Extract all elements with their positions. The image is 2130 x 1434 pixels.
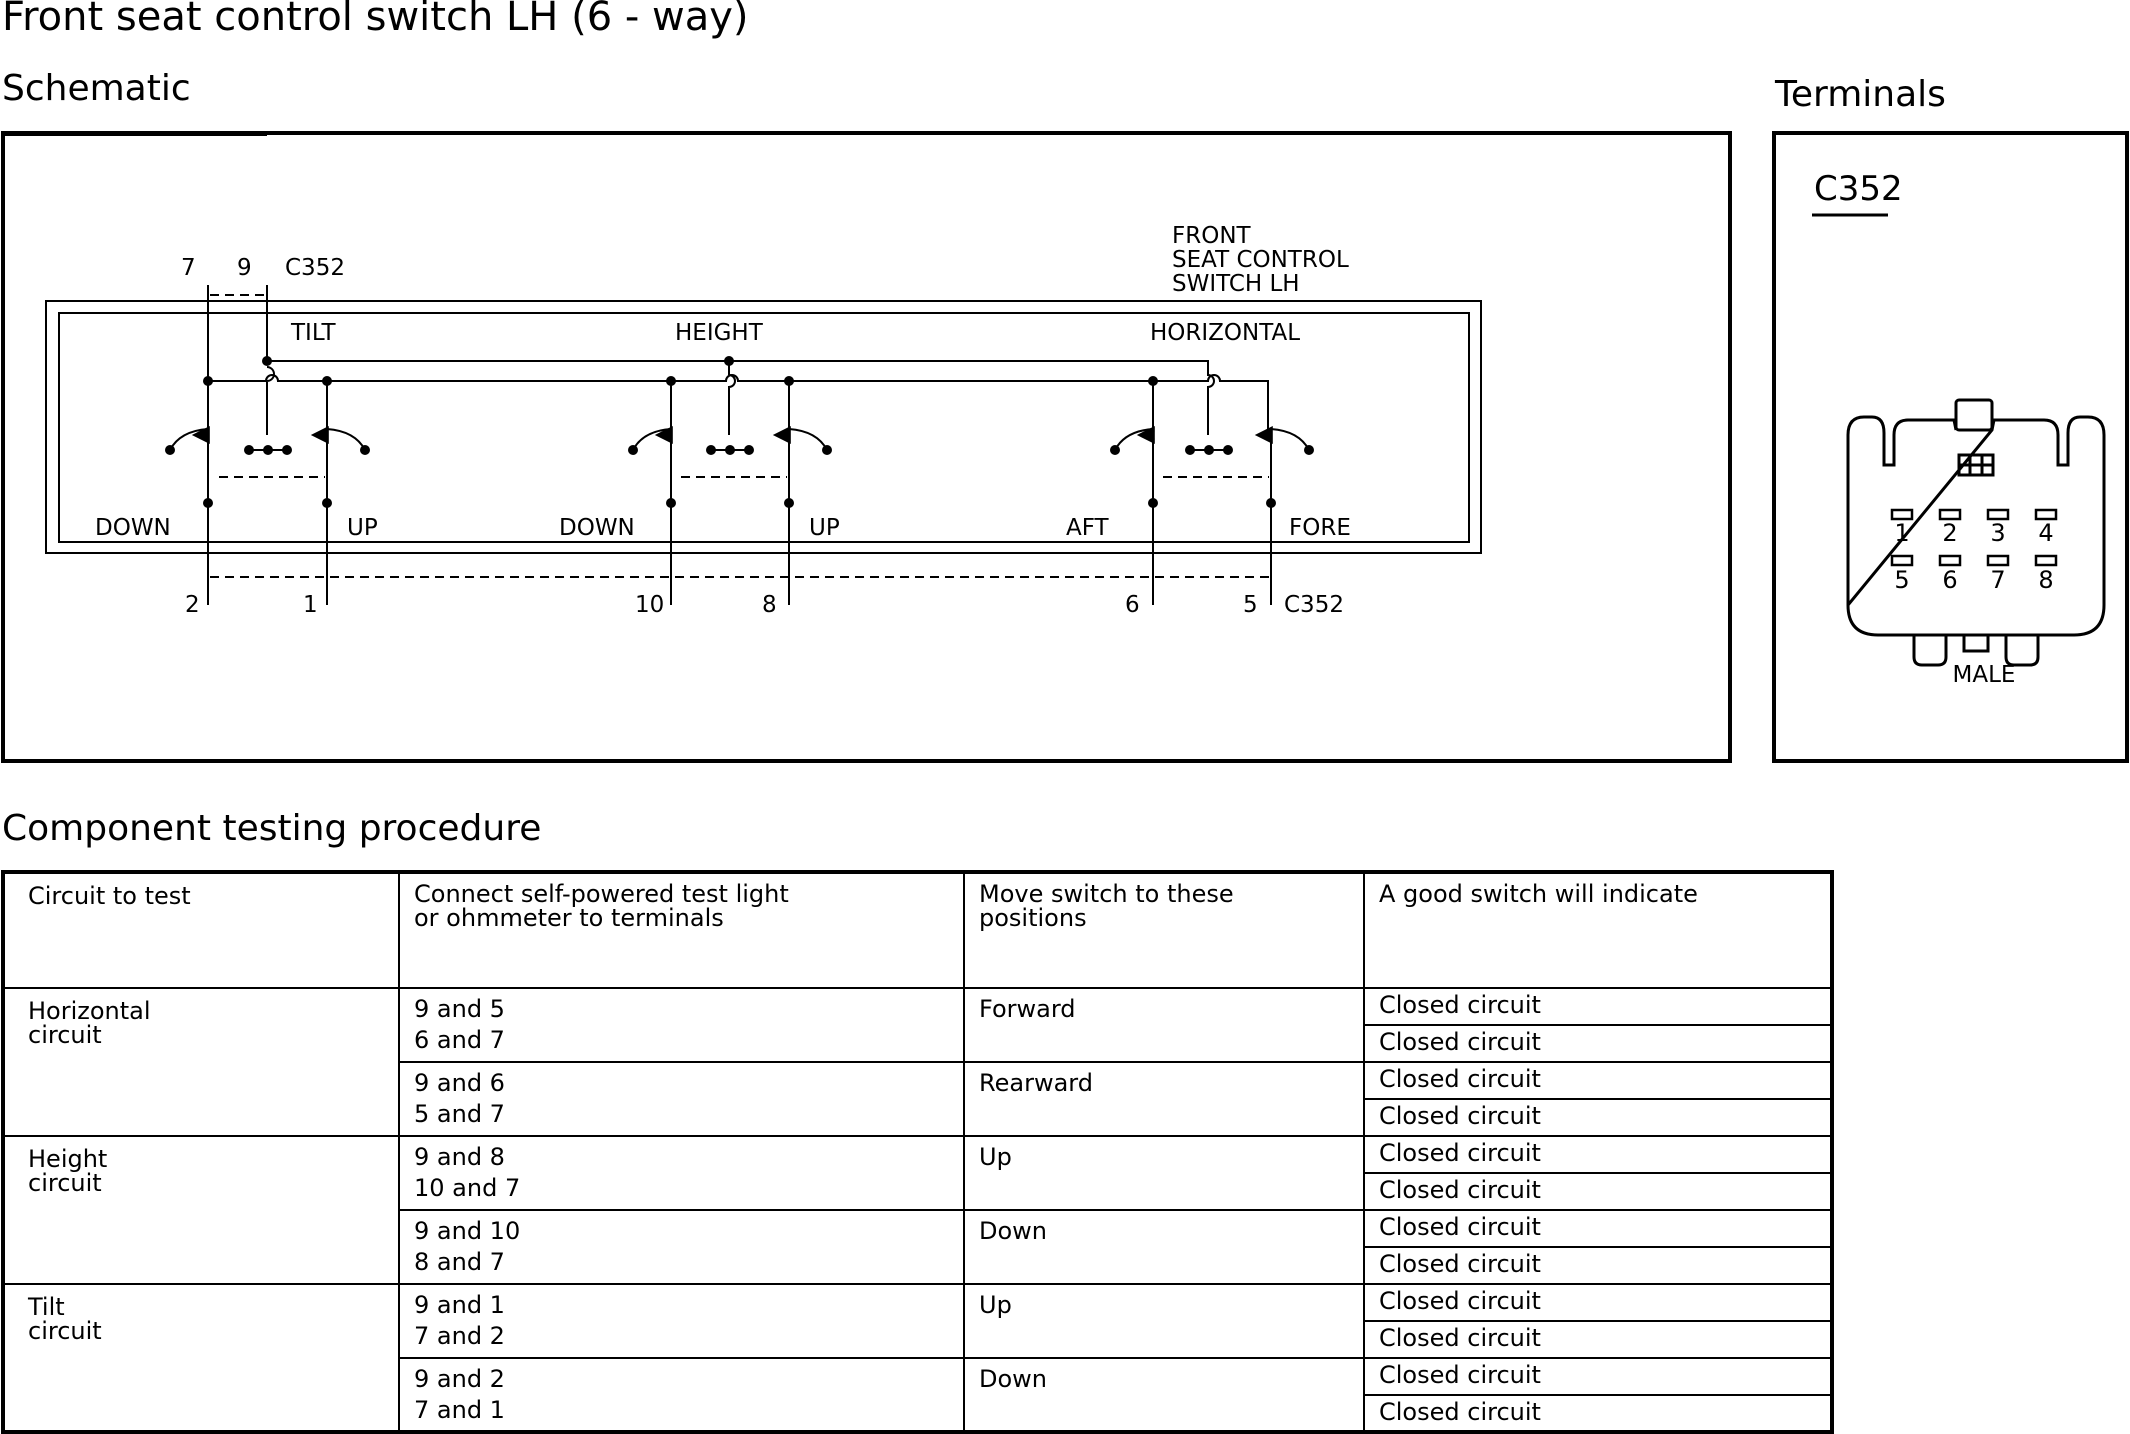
schematic-diagram: FRONT SEAT CONTROL SWITCH LH 7 9 C352 TI… [5,134,1482,618]
table-row: Closed circuit [3,1394,1833,1433]
result-cell: Closed circuit [1363,1246,1833,1285]
position-height-down: DOWN [559,515,635,541]
procedure-heading: Component testing procedure [2,808,542,849]
result-cell: Closed circuit [1363,1209,1833,1248]
position-cell: Forward [963,987,1365,1063]
table-row: Closed circuit [3,1320,1833,1359]
position-cell: Down [963,1209,1365,1285]
header-positions: Move switch to these positions [963,871,1365,989]
position-cell: Rearward [963,1061,1365,1137]
result-cell: Closed circuit [1363,1320,1833,1359]
bottom-pin-1: 1 [303,592,318,618]
position-aft: AFT [1066,515,1110,541]
position-cell: Down [963,1357,1365,1433]
bottom-pin-2: 2 [185,592,200,618]
top-pin-7: 7 [181,255,196,281]
connector-id: C352 [1814,169,1903,209]
result-cell: Closed circuit [1363,1098,1833,1137]
result-cell: Closed circuit [1363,1024,1833,1063]
contact-arrows [191,426,1273,475]
pin-label-5: 5 [1894,566,1909,594]
result-cell: Closed circuit [1363,1061,1833,1100]
circuit-horizontal: Horizontal circuit [2,987,400,1137]
junction-dots [165,356,1314,508]
position-fore: FORE [1289,515,1351,541]
pin-label-4: 4 [2038,519,2053,547]
header-terminals: Connect self-powered test light or ohmme… [398,871,965,989]
schematic-panel: FRONT SEAT CONTROL SWITCH LH 7 9 C352 TI… [1,131,1732,763]
bottom-pin-10: 10 [635,592,664,618]
component-label-line2: SEAT CONTROL [1172,247,1349,273]
table-header-row: Circuit to test Connect self-powered tes… [2,871,1833,989]
connector-drawing: C352 1 2 3 4 5 6 7 8 MALE [1812,169,2106,688]
connector-body-icon [1846,398,2106,667]
header-circuit: Circuit to test [2,871,400,989]
pin-label-1: 1 [1894,519,1909,547]
table-row: Closed circuit [3,1024,1833,1063]
result-cell: Closed circuit [1363,1135,1833,1174]
pin-label-8: 8 [2038,566,2053,594]
circuit-height: Height circuit [2,1135,400,1285]
table-row: Closed circuit [3,1098,1833,1137]
bottom-pin-5: 5 [1243,592,1258,618]
result-cell: Closed circuit [1363,1172,1833,1211]
result-cell: Closed circuit [1363,1283,1833,1322]
position-tilt-down: DOWN [95,515,171,541]
pin-label-7: 7 [1990,566,2005,594]
pin-slots [1890,508,2058,567]
top-pin-9: 9 [237,255,252,281]
header-indication: A good switch will indicate [1363,871,1833,989]
table-row: Closed circuit [3,1172,1833,1211]
position-height-up: UP [809,515,840,541]
wiring [5,134,1310,605]
circuit-tilt: Tilt circuit [2,1283,400,1433]
connector-gender: MALE [1953,662,2016,688]
switch-outer-outline [45,300,1482,554]
section-height: HEIGHT [675,320,764,346]
pin-label-6: 6 [1942,566,1957,594]
pin-label-3: 3 [1990,519,2005,547]
terminals-panel: C352 1 2 3 4 5 6 7 8 MALE [1772,131,2129,763]
switch-inner-outline [58,312,1470,543]
position-cell: Up [963,1135,1365,1211]
result-cell: Closed circuit [1363,1394,1833,1433]
terminals-heading: Terminals [1775,74,1946,115]
position-tilt-up: UP [347,515,378,541]
bottom-pin-6: 6 [1125,592,1140,618]
section-horizontal: HORIZONTAL [1150,320,1300,346]
component-label-line1: FRONT [1172,223,1252,249]
schematic-heading: Schematic [2,68,191,109]
component-label-line3: SWITCH LH [1172,271,1300,297]
page-title: Front seat control switch LH (6 - way) [2,0,749,40]
result-cell: Closed circuit [1363,987,1833,1026]
bottom-connector-label: C352 [1284,592,1344,618]
top-connector-label: C352 [285,255,345,281]
section-tilt: TILT [290,320,336,346]
bottom-pin-8: 8 [762,592,777,618]
result-cell: Closed circuit [1363,1357,1833,1396]
table-row: Closed circuit [3,1246,1833,1285]
pin-label-2: 2 [1942,519,1957,547]
position-cell: Up [963,1283,1365,1359]
procedure-table: Circuit to test Connect self-powered tes… [1,870,1834,1434]
